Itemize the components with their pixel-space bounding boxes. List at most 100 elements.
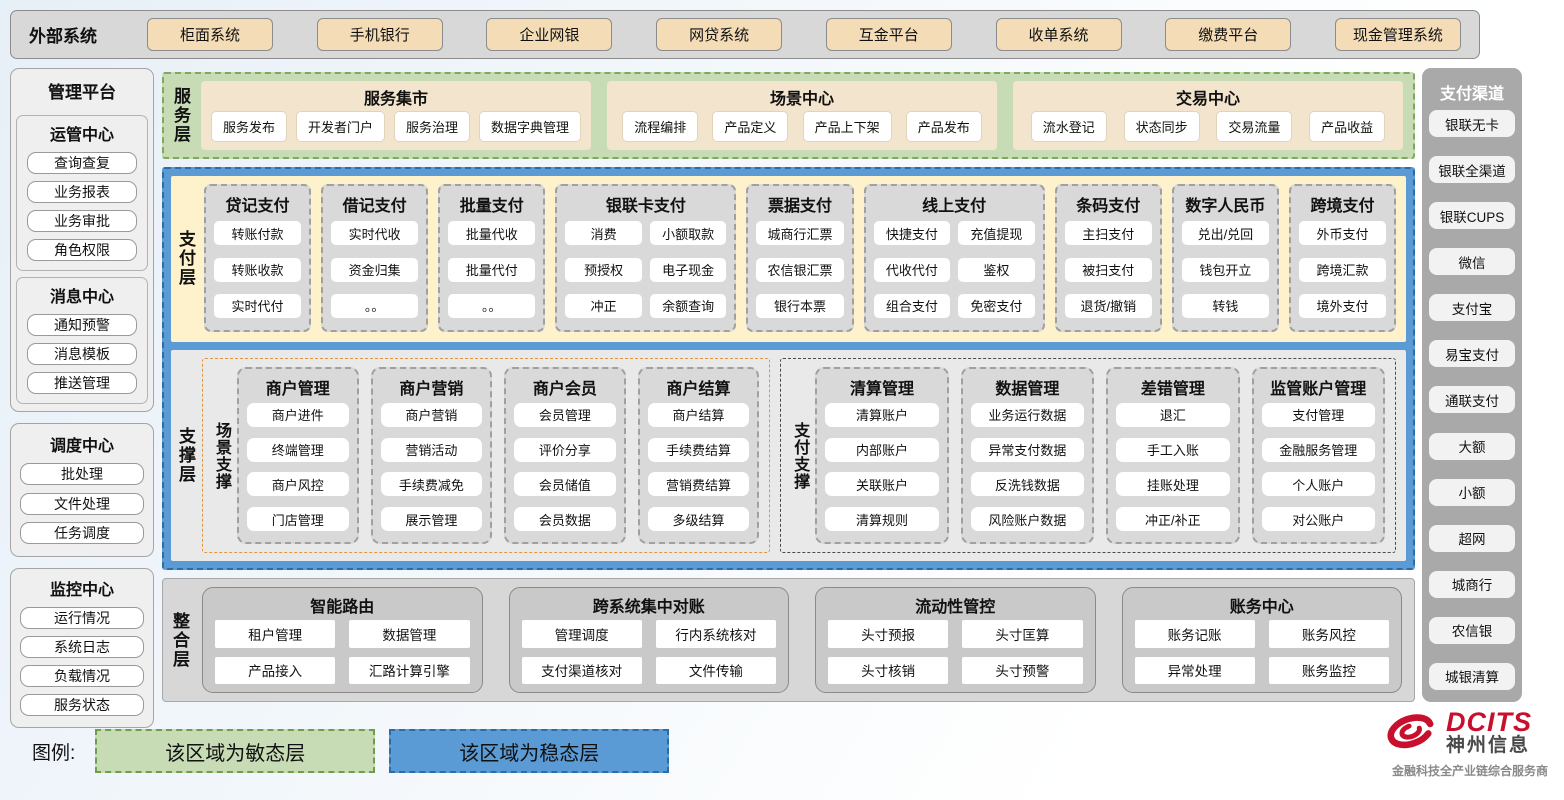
integration-item-button[interactable]: 账务风控 [1268,620,1389,648]
channel-button[interactable]: 支付宝 [1429,294,1515,322]
support-item-button[interactable]: 商户结算 [647,402,750,427]
mgmt-item-button[interactable]: 通知预警 [27,314,137,336]
support-item-button[interactable]: 支付管理 [1261,402,1375,427]
support-item-button[interactable]: 会员储值 [514,472,616,497]
integration-item-button[interactable]: 文件传输 [655,656,776,684]
payment-item-button[interactable]: 冲正 [565,293,642,318]
mgmt-item-button[interactable]: 任务调度 [20,522,144,545]
support-item-button[interactable]: 手续费结算 [647,437,750,462]
support-item-button[interactable]: 清算规则 [825,507,939,532]
external-system-button[interactable]: 缴费平台 [1165,18,1292,51]
support-item-button[interactable]: 营销费结算 [647,472,750,497]
service-item-button[interactable]: 服务治理 [394,111,469,141]
service-item-button[interactable]: 流程编排 [623,111,698,141]
payment-item-button[interactable]: 预授权 [565,257,642,282]
support-item-button[interactable]: 业务运行数据 [970,402,1085,427]
mgmt-item-button[interactable]: 业务审批 [27,210,137,232]
external-system-button[interactable]: 手机银行 [316,18,443,51]
integration-item-button[interactable]: 账务监控 [1268,656,1389,684]
integration-item-button[interactable]: 支付渠道核对 [521,656,642,684]
channel-button[interactable]: 大额 [1429,432,1515,460]
external-system-button[interactable]: 网贷系统 [656,18,783,51]
mgmt-item-button[interactable]: 批处理 [20,463,144,486]
payment-item-button[interactable]: 批量代收 [448,221,536,246]
support-item-button[interactable]: 对公账户 [1261,507,1375,532]
payment-item-button[interactable]: 兑出/兑回 [1181,221,1269,246]
mgmt-item-button[interactable]: 推送管理 [27,372,137,394]
support-item-button[interactable]: 会员数据 [514,507,616,532]
service-item-button[interactable]: 产品定义 [713,111,788,141]
payment-item-button[interactable]: 银行本票 [756,293,844,318]
channel-button[interactable]: 易宝支付 [1429,340,1515,368]
support-item-button[interactable]: 关联账户 [825,472,939,497]
channel-button[interactable]: 农信银 [1429,616,1515,644]
support-item-button[interactable]: 退汇 [1116,402,1230,427]
integration-item-button[interactable]: 账务记账 [1134,620,1255,648]
channel-button[interactable]: 城银清算 [1429,662,1515,690]
external-system-button[interactable]: 现金管理系统 [1334,18,1461,51]
channel-button[interactable]: 通联支付 [1429,386,1515,414]
support-item-button[interactable]: 会员管理 [514,402,616,427]
external-system-button[interactable]: 柜面系统 [147,18,273,51]
integration-item-button[interactable]: 头寸匡算 [962,620,1083,648]
payment-item-button[interactable]: 。。 [448,293,536,318]
integration-item-button[interactable]: 租户管理 [215,620,336,648]
integration-item-button[interactable]: 行内系统核对 [655,620,776,648]
integration-item-button[interactable]: 汇路计算引擎 [349,656,470,684]
payment-item-button[interactable]: 城商行汇票 [756,221,844,246]
mgmt-item-button[interactable]: 消息模板 [27,343,137,365]
payment-item-button[interactable]: 消费 [565,221,642,246]
service-item-button[interactable]: 开发者门户 [296,111,384,141]
payment-item-button[interactable]: 主扫支付 [1064,221,1152,246]
support-item-button[interactable]: 挂账处理 [1116,472,1230,497]
service-item-button[interactable]: 服务发布 [211,111,286,141]
channel-button[interactable]: 城商行 [1429,570,1515,598]
payment-item-button[interactable]: 快捷支付 [873,221,951,246]
support-item-button[interactable]: 营销活动 [380,437,483,462]
payment-item-button[interactable]: 余额查询 [649,293,727,318]
support-item-button[interactable]: 终端管理 [247,437,349,462]
service-item-button[interactable]: 产品收益 [1310,111,1385,141]
support-item-button[interactable]: 手工入账 [1116,437,1230,462]
payment-item-button[interactable]: 小额取款 [649,221,727,246]
support-item-button[interactable]: 个人账户 [1261,472,1375,497]
support-item-button[interactable]: 商户风控 [247,472,349,497]
integration-item-button[interactable]: 产品接入 [215,656,336,684]
support-item-button[interactable]: 评价分享 [514,437,616,462]
channel-button[interactable]: 超网 [1429,524,1515,552]
support-item-button[interactable]: 门店管理 [247,507,349,532]
external-system-button[interactable]: 互金平台 [825,18,952,51]
channel-button[interactable]: 小额 [1429,478,1515,506]
payment-item-button[interactable]: 转账收款 [214,257,302,282]
payment-item-button[interactable]: 充值提现 [958,221,1035,246]
payment-item-button[interactable]: 批量代付 [448,257,536,282]
integration-item-button[interactable]: 头寸核销 [828,656,949,684]
mgmt-item-button[interactable]: 查询查复 [27,152,137,174]
payment-item-button[interactable]: 外币支付 [1298,221,1387,246]
support-item-button[interactable]: 异常支付数据 [970,437,1085,462]
integration-item-button[interactable]: 头寸预报 [828,620,949,648]
mgmt-item-button[interactable]: 运行情况 [20,607,144,629]
payment-item-button[interactable]: 免密支付 [958,293,1035,318]
payment-item-button[interactable]: 鉴权 [958,257,1035,282]
support-item-button[interactable]: 反洗钱数据 [970,472,1085,497]
payment-item-button[interactable]: 境外支付 [1298,293,1387,318]
payment-item-button[interactable]: 资金归集 [331,257,419,282]
integration-item-button[interactable]: 头寸预警 [962,656,1083,684]
payment-item-button[interactable]: 被扫支付 [1064,257,1152,282]
support-item-button[interactable]: 冲正/补正 [1116,507,1230,532]
payment-item-button[interactable]: 电子现金 [649,257,727,282]
support-item-button[interactable]: 商户进件 [247,402,349,427]
payment-item-button[interactable]: 退货/撤销 [1064,293,1152,318]
payment-item-button[interactable]: 钱包开立 [1181,257,1269,282]
support-item-button[interactable]: 商户营销 [380,402,483,427]
support-item-button[interactable]: 风险账户数据 [970,507,1085,532]
mgmt-item-button[interactable]: 业务报表 [27,181,137,203]
support-item-button[interactable]: 金融服务管理 [1261,437,1375,462]
integration-item-button[interactable]: 异常处理 [1134,656,1255,684]
integration-item-button[interactable]: 数据管理 [349,620,470,648]
support-item-button[interactable]: 多级结算 [647,507,750,532]
support-item-button[interactable]: 手续费减免 [380,472,483,497]
external-system-button[interactable]: 收单系统 [995,18,1122,51]
channel-button[interactable]: 微信 [1429,248,1515,276]
